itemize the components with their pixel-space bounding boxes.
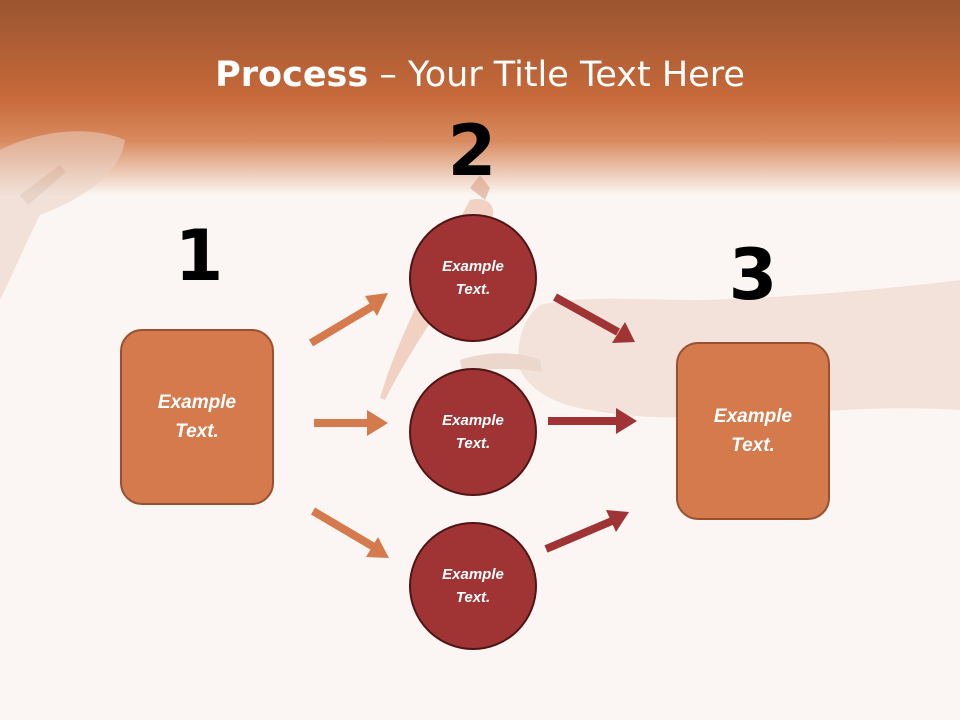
arrow-top-to-3 (553, 293, 635, 343)
arrow-1-to-bottom (310, 507, 389, 558)
step-number-3: 3 (728, 234, 778, 316)
step-3-box: Example Text. (676, 342, 830, 520)
step-1-box: Example Text. (120, 329, 274, 505)
step-2-node-bottom: Example Text. (409, 522, 537, 650)
slide-title: Process – Your Title Text Here (0, 52, 960, 98)
arrow-middle-to-3 (548, 408, 637, 434)
arrow-1-to-middle (314, 410, 388, 436)
step-2-node-top: Example Text. (409, 214, 537, 342)
step-number-1: 1 (174, 215, 224, 297)
arrow-bottom-to-3 (544, 510, 629, 553)
step-2-node-middle: Example Text. (409, 368, 537, 496)
step-number-2: 2 (447, 110, 497, 192)
title-bold: Process (215, 55, 369, 95)
title-rest: – Your Title Text Here (368, 55, 745, 95)
arrow-1-to-top (308, 293, 388, 347)
